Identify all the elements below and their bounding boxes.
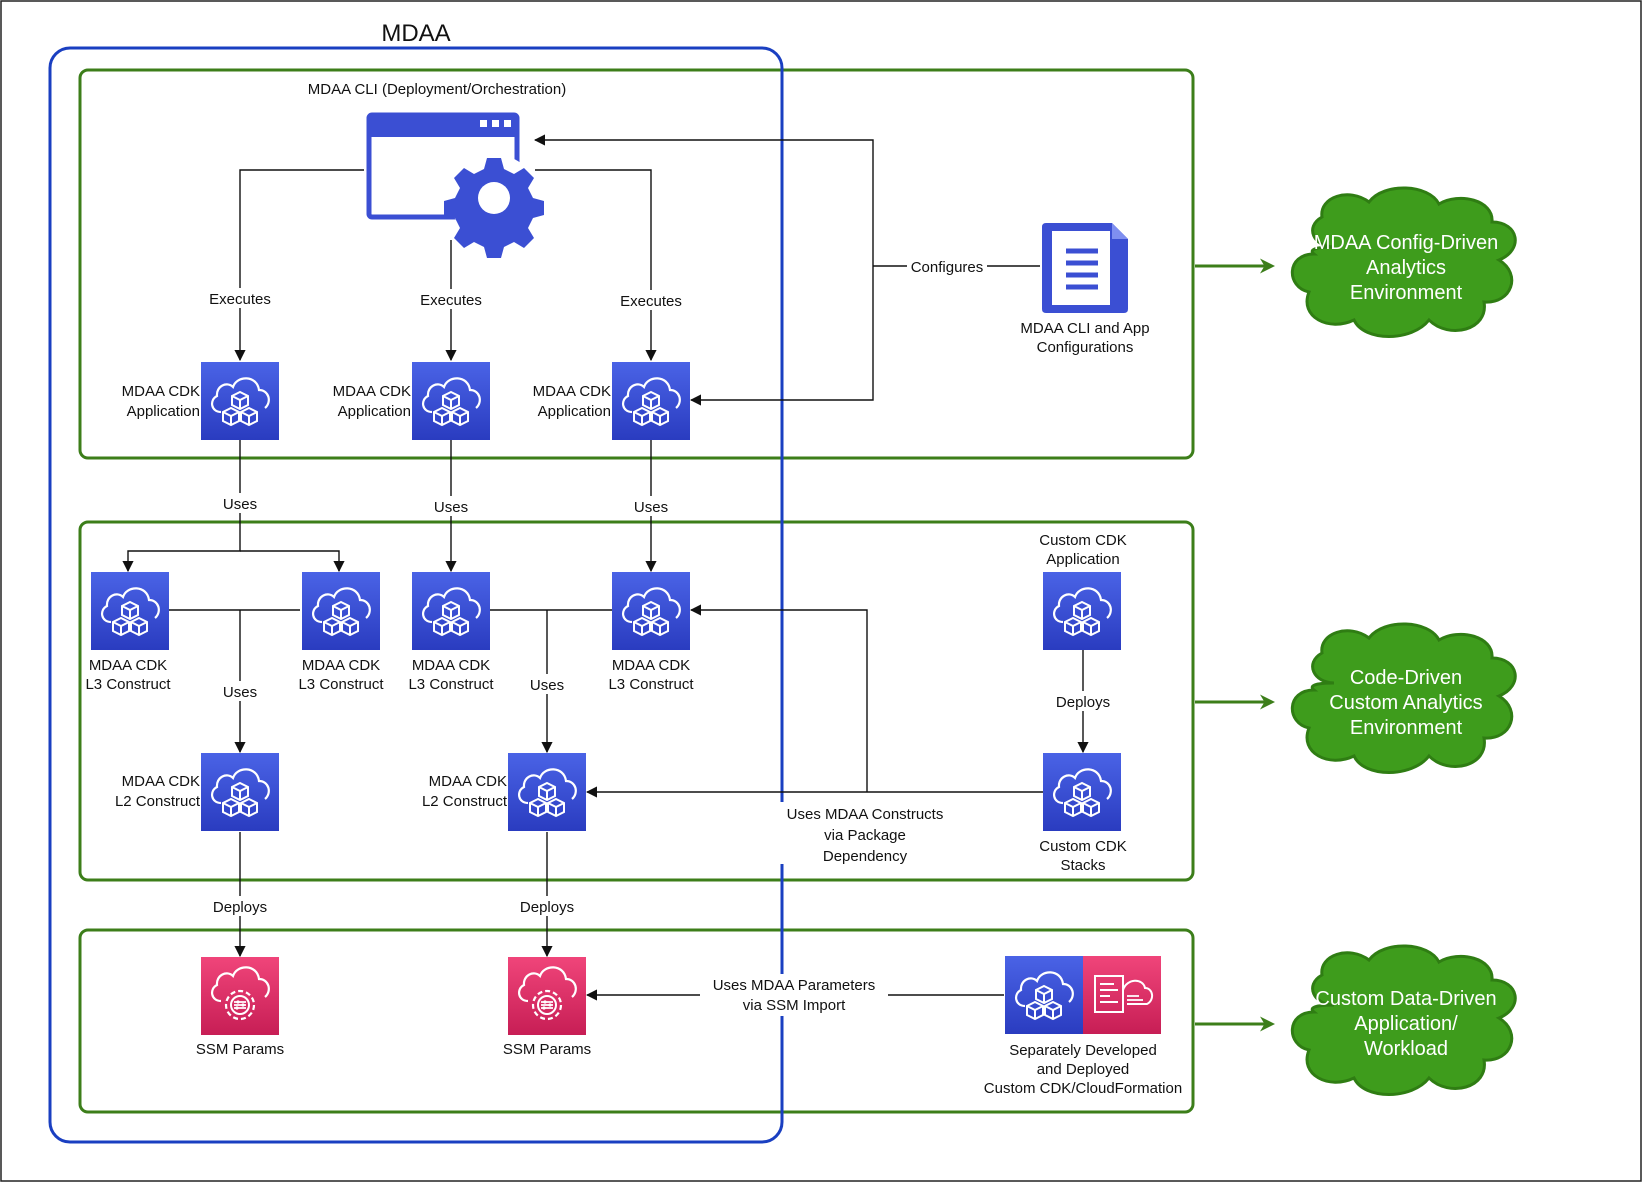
- custom-stacks-icon: [1041, 751, 1123, 833]
- cdk-app-icon-2: [410, 360, 492, 442]
- outcome-2-line2: Custom Analytics: [1329, 692, 1482, 714]
- outcome-3-line2: Application/: [1354, 1013, 1458, 1035]
- app-1-line1: MDAA CDK: [122, 383, 200, 400]
- custom-stacks-line2: Stacks: [1060, 857, 1105, 874]
- section-code-driven: [78, 520, 1195, 882]
- custom-app-icon: [1041, 570, 1123, 652]
- l2-2-line2: L2 Construct: [422, 793, 508, 810]
- custom-app-line2: Application: [1046, 551, 1119, 568]
- label-uses-params-2: via SSM Import: [743, 997, 846, 1014]
- document-icon: [1042, 223, 1128, 313]
- outcome-2-line1: Code-Driven: [1350, 667, 1462, 689]
- edge-labels: Executes Executes Executes Configures Us…: [203, 256, 1115, 1016]
- mdaa-title: MDAA: [381, 20, 450, 47]
- label-uses-params-1: Uses MDAA Parameters: [713, 977, 876, 994]
- edge-configures-app: [689, 266, 874, 406]
- l3-2-line1: MDAA CDK: [302, 657, 380, 674]
- config-label-line1: MDAA CLI and App: [1020, 320, 1149, 337]
- label-uses-constructs-2: via Package: [824, 827, 906, 844]
- cdk-app-icon-3: [610, 360, 692, 442]
- l2-1-line1: MDAA CDK: [122, 773, 200, 790]
- app-1-line2: Application: [127, 403, 200, 420]
- l3-2-line2: L3 Construct: [298, 676, 384, 693]
- cdk-l3-icon-1: [89, 570, 171, 652]
- ssm-label-2: SSM Params: [503, 1041, 591, 1058]
- outcome-arrows: [1195, 258, 1275, 1032]
- label-uses-2: Uses: [434, 499, 468, 516]
- app-2-line2: Application: [338, 403, 411, 420]
- cdk-l2-icon-1: [199, 751, 281, 833]
- app-3-line1: MDAA CDK: [533, 383, 611, 400]
- edge-configures-cli: [533, 134, 874, 266]
- separate-line2: and Deployed: [1037, 1061, 1130, 1078]
- separate-cdk-icon: [1003, 954, 1085, 1036]
- ssm-parameter-icon-1: [199, 955, 281, 1037]
- l2-2-line1: MDAA CDK: [429, 773, 507, 790]
- l2-1-line2: L2 Construct: [115, 793, 201, 810]
- outcome-1-line1: MDAA Config-Driven: [1314, 232, 1499, 254]
- outcome-1-line2: Analytics: [1366, 257, 1446, 279]
- label-executes-1: Executes: [209, 291, 271, 308]
- label-configures: Configures: [911, 259, 984, 276]
- separate-line3: Custom CDK/CloudFormation: [984, 1080, 1182, 1097]
- l3-3-line1: MDAA CDK: [412, 657, 490, 674]
- cdk-l3-icon-2: [300, 570, 382, 652]
- l3-1-line1: MDAA CDK: [89, 657, 167, 674]
- l3-1-line2: L3 Construct: [85, 676, 171, 693]
- label-uses-1: Uses: [223, 496, 257, 513]
- label-deploys-2: Deploys: [520, 899, 574, 916]
- l3-3-line2: L3 Construct: [408, 676, 494, 693]
- edge-uses-1b: [240, 550, 345, 573]
- separate-line1: Separately Developed: [1009, 1042, 1157, 1059]
- custom-app-line1: Custom CDK: [1039, 532, 1127, 549]
- app-3-line2: Application: [538, 403, 611, 420]
- l3-4-line1: MDAA CDK: [612, 657, 690, 674]
- label-uses-5: Uses: [530, 677, 564, 694]
- outcome-3-line3: Workload: [1364, 1038, 1448, 1060]
- outcome-3-line1: Custom Data-Driven: [1315, 988, 1496, 1010]
- label-uses-constructs-1: Uses MDAA Constructs: [787, 806, 944, 823]
- edge-executes-1: [234, 169, 364, 362]
- cdk-app-icon-1: [199, 360, 281, 442]
- app-2-line1: MDAA CDK: [333, 383, 411, 400]
- cloudformation-icon: [1082, 955, 1162, 1035]
- cdk-l2-icon-2: [506, 751, 588, 833]
- cdk-l3-icon-4: [610, 570, 692, 652]
- cdk-l3-icon-3: [410, 570, 492, 652]
- edge-custom-to-l3: [689, 604, 868, 792]
- cli-label: MDAA CLI (Deployment/Orchestration): [308, 81, 566, 98]
- edge-executes-3: [535, 169, 657, 362]
- section-config-driven: [78, 68, 1195, 460]
- label-executes-2: Executes: [420, 292, 482, 309]
- section-data-driven: [78, 928, 1195, 1114]
- label-uses-constructs-3: Dependency: [823, 848, 908, 865]
- label-executes-3: Executes: [620, 293, 682, 310]
- ssm-label-1: SSM Params: [196, 1041, 284, 1058]
- outcome-2-line3: Environment: [1350, 717, 1463, 739]
- config-label-line2: Configurations: [1037, 339, 1134, 356]
- ssm-parameter-icon-2: [506, 955, 588, 1037]
- outcome-1-line3: Environment: [1350, 282, 1463, 304]
- custom-stacks-line1: Custom CDK: [1039, 838, 1127, 855]
- mdaa-boundary: [48, 46, 784, 1144]
- label-uses-3: Uses: [634, 499, 668, 516]
- l3-4-line2: L3 Construct: [608, 676, 694, 693]
- label-uses-4: Uses: [223, 684, 257, 701]
- cli-window-gear-icon: [366, 112, 544, 258]
- label-deploys-custom: Deploys: [1056, 694, 1110, 711]
- label-deploys-1: Deploys: [213, 899, 267, 916]
